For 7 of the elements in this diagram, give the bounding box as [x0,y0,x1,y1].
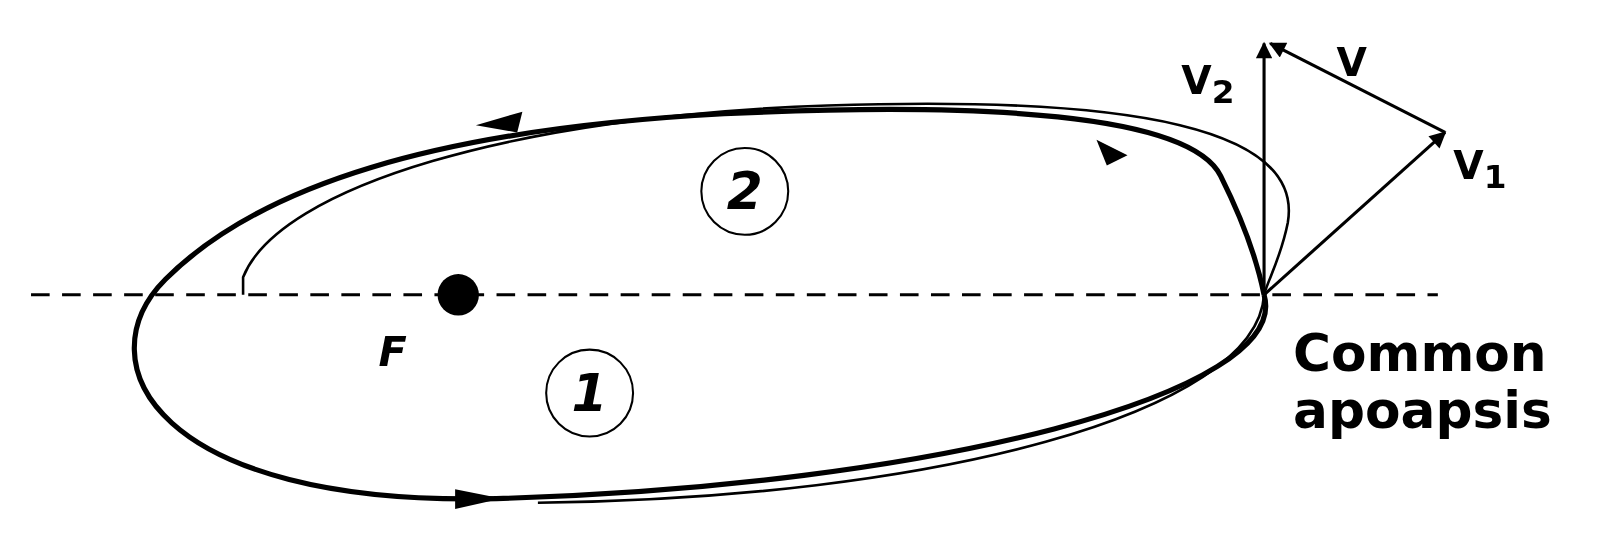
focus-label: F [378,328,407,375]
vector-label: V$_{2}$ [1181,60,1235,111]
apoapsis-label: Common apoapsis [1293,325,1553,440]
vector-label: V$_{1}$ [1453,144,1507,195]
vector-label: V [1336,41,1367,85]
orbit-number: 1 [545,348,635,438]
orbit-number: 2 [700,146,790,236]
